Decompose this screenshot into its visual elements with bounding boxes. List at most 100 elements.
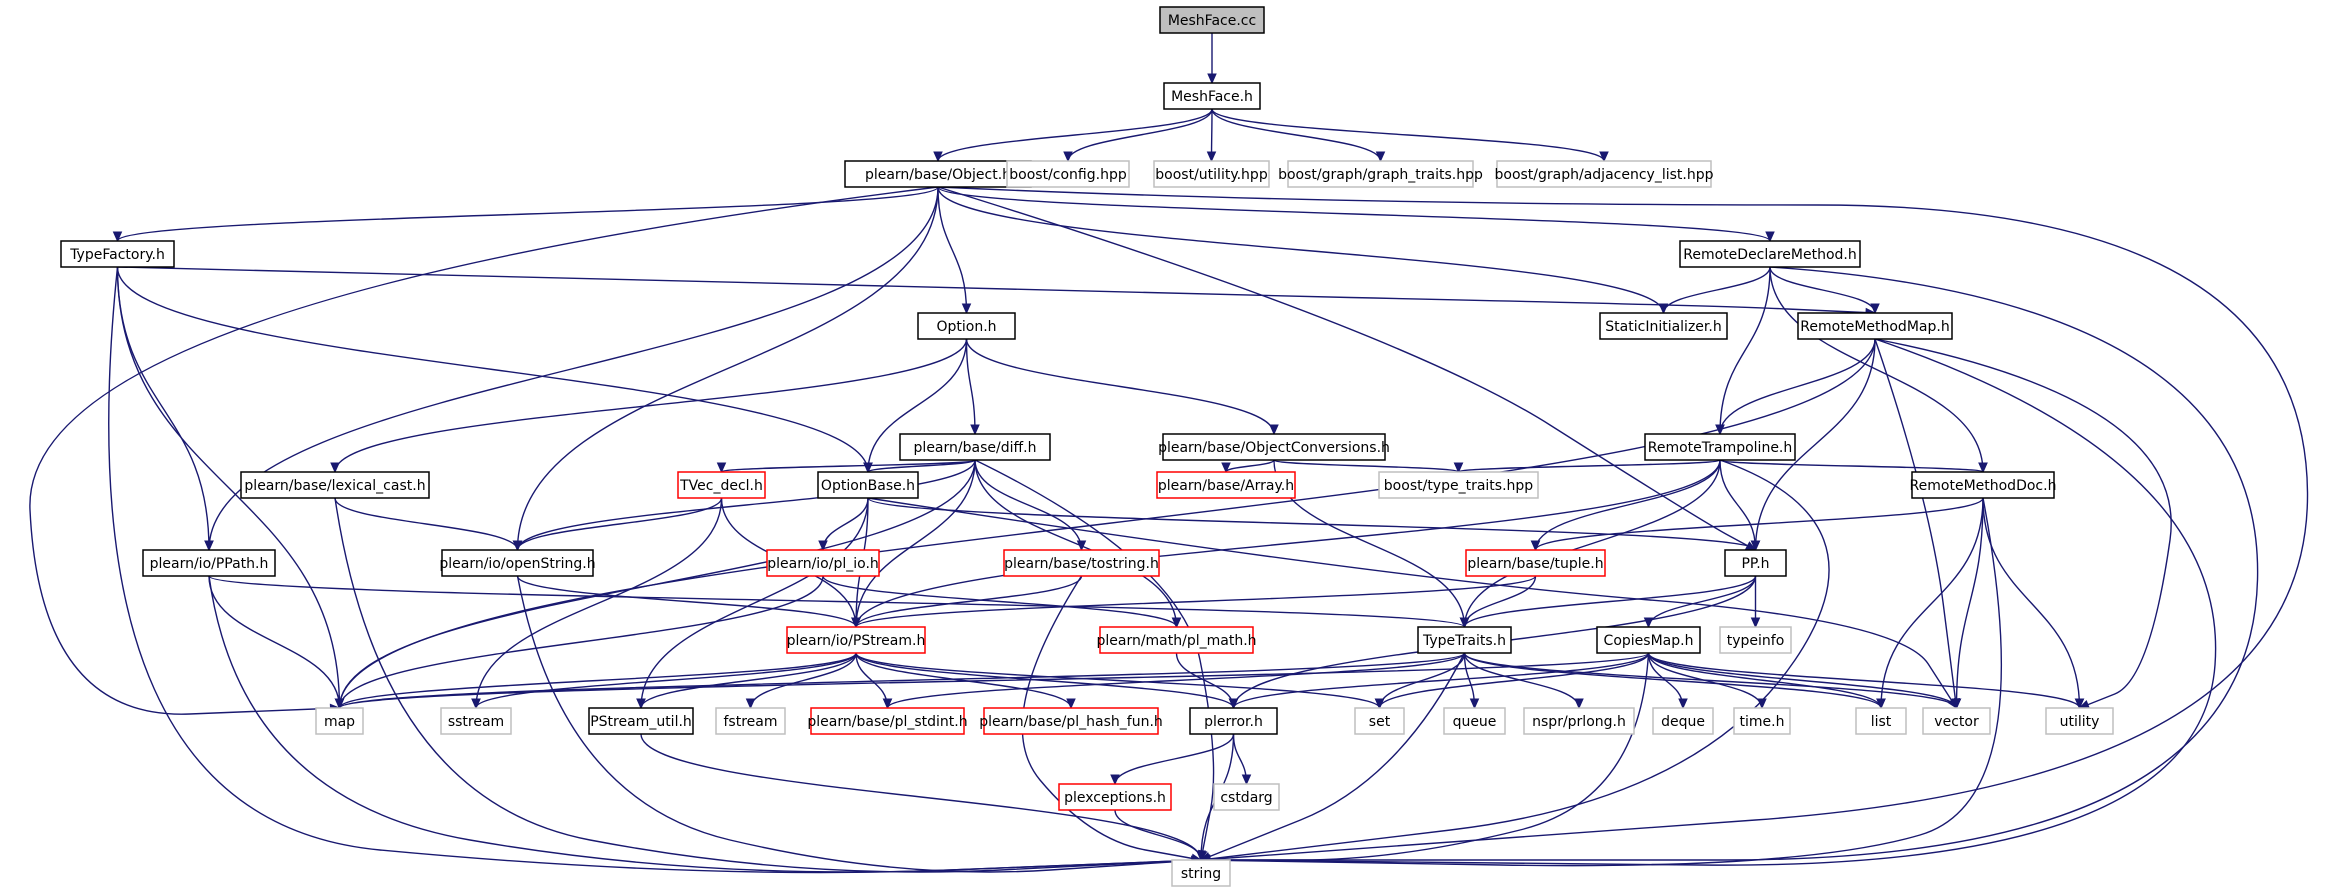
- node-staticinit-h[interactable]: StaticInitializer.h: [1599, 312, 1728, 340]
- node-remotemethodmap-h[interactable]: RemoteMethodMap.h: [1797, 312, 1953, 340]
- arrowhead-copiesmap-h-to-set: [1374, 698, 1385, 710]
- node-box: [899, 433, 1051, 461]
- edge-meshface-h-to-boost-config: [1067, 108, 1213, 162]
- edge-diff-h-to-map: [338, 459, 976, 709]
- arrowhead-copiesmap-h-to-plerror-h: [1228, 698, 1239, 710]
- node-box: [1911, 471, 2055, 499]
- node-tuple-h[interactable]: plearn/base/tuple.h: [1465, 549, 1606, 577]
- arrowhead-meshface-cc-to-meshface-h: [1207, 73, 1217, 85]
- node-vector: vector: [1922, 707, 1991, 735]
- node-objconv-h[interactable]: plearn/base/ObjectConversions.h: [1158, 433, 1390, 461]
- node-label: time.h: [1740, 714, 1785, 730]
- node-box: [1354, 707, 1405, 735]
- node-pl-stdint-h[interactable]: plearn/base/pl_stdint.h: [807, 707, 968, 735]
- node-box: [766, 549, 880, 577]
- node-plerror-h[interactable]: plerror.h: [1189, 707, 1278, 735]
- arrowhead-option-h-to-lexcast-h: [330, 462, 340, 474]
- edge-option-h-to-lexcast-h: [334, 338, 968, 473]
- node-pstream-util-h[interactable]: PStream_util.h: [588, 707, 694, 735]
- node-openstring-h[interactable]: plearn/io/openString.h: [439, 549, 596, 577]
- edge-copiesmap-h-to-set: [1378, 652, 1650, 709]
- edge-object-h-to-remotedeclare-h: [937, 186, 1771, 242]
- edge-ppath-h-to-typetraits-h: [208, 575, 1466, 628]
- node-nspr-prlong: nspr/prlong.h: [1523, 707, 1635, 735]
- arrowhead-remotedeclare-h-to-remotemethodmap-h: [1870, 303, 1880, 315]
- edge-typefactory-h-to-map: [116, 266, 341, 709]
- node-pstream-h[interactable]: plearn/io/PStream.h: [786, 626, 926, 654]
- node-boost-graph-traits: boost/graph/graph_traits.hpp: [1278, 160, 1483, 188]
- node-sstream: sstream: [440, 707, 512, 735]
- node-queue: queue: [1443, 707, 1506, 735]
- node-tostring-h[interactable]: plearn/base/tostring.h: [1003, 549, 1160, 577]
- node-tvec-h[interactable]: TVec_decl.h: [677, 471, 766, 499]
- arrowhead-copiesmap-h-to-utility: [2074, 698, 2085, 710]
- node-object-h[interactable]: plearn/base/Object.h: [844, 160, 1032, 188]
- node-remotedeclare-h[interactable]: RemoteDeclareMethod.h: [1679, 240, 1861, 268]
- arrowhead-pl-io-h-to-pl-math-h: [1171, 617, 1182, 629]
- node-time-h: time.h: [1733, 707, 1791, 735]
- node-pp-h[interactable]: PP.h: [1724, 549, 1787, 577]
- node-remotemethoddoc-h[interactable]: RemoteMethodDoc.h: [1910, 471, 2057, 499]
- node-option-h[interactable]: Option.h: [917, 312, 1016, 340]
- node-plexceptions-h[interactable]: plexceptions.h: [1058, 783, 1172, 811]
- node-typetraitshpp: boost/type_traits.hpp: [1378, 471, 1539, 499]
- node-remotetramp-h[interactable]: RemoteTrampoline.h: [1644, 433, 1796, 461]
- node-box: [440, 707, 512, 735]
- node-box: [1058, 783, 1172, 811]
- node-boost-config: boost/config.hpp: [1006, 160, 1130, 188]
- edge-remotetramp-h-to-remotemethoddoc-h: [1719, 459, 1984, 473]
- node-array-h[interactable]: plearn/base/Array.h: [1156, 471, 1296, 499]
- node-optionbase-h[interactable]: OptionBase.h: [817, 471, 919, 499]
- node-box: [588, 707, 694, 735]
- edge-meshface-h-to-object-h: [937, 108, 1213, 162]
- edge-object-h-to-staticinit-h: [937, 186, 1665, 314]
- edge-remotemethoddoc-h-to-string: [1200, 497, 2003, 867]
- node-box: [1003, 549, 1160, 577]
- node-copiesmap-h[interactable]: CopiesMap.h: [1596, 626, 1701, 654]
- node-pl-hash-fun-h[interactable]: plearn/base/pl_hash_fun.h: [979, 707, 1163, 735]
- node-diff-h[interactable]: plearn/base/diff.h: [899, 433, 1051, 461]
- edge-diff-h-to-openstring-h: [516, 459, 976, 551]
- node-string: string: [1171, 859, 1231, 887]
- node-box: [1443, 707, 1506, 735]
- arrowhead-optionbase-h-to-pp-h: [1750, 540, 1761, 552]
- edge-remotemethodmap-h-to-remotetramp-h: [1719, 338, 1876, 435]
- node-meshface-cc[interactable]: MeshFace.cc: [1159, 6, 1265, 34]
- edge-copiesmap-h-to-list: [1647, 652, 1882, 709]
- edge-pstream-h-to-sstream: [475, 652, 857, 709]
- arrowhead-meshface-h-to-boost-utility: [1206, 151, 1217, 163]
- node-meshface-h[interactable]: MeshFace.h: [1163, 82, 1261, 110]
- edge-copiesmap-h-to-string: [1201, 652, 1650, 861]
- node-typefactory-h[interactable]: TypeFactory.h: [60, 240, 175, 268]
- edge-tostring-h-to-string: [1021, 575, 1202, 861]
- node-box: [1724, 549, 1787, 577]
- node-label: plearn/base/pl_stdint.h: [807, 714, 967, 730]
- node-typetraits-h[interactable]: TypeTraits.h: [1417, 626, 1512, 654]
- edge-optionbase-h-to-vector: [867, 497, 1958, 709]
- node-box: [1496, 160, 1712, 188]
- arrowhead-remotemethodmap-h-to-remotetramp-h: [1715, 424, 1725, 436]
- node-pl-math-h[interactable]: plearn/math/pl_math.h: [1096, 626, 1257, 654]
- arrowhead-plerror-h-to-cstdarg: [1241, 774, 1252, 786]
- edge-copiesmap-h-to-utility: [1647, 652, 2081, 709]
- node-label: plearn/base/pl_hash_fun.h: [979, 714, 1163, 730]
- edge-remotedeclare-h-to-remotemethodmap-h: [1769, 266, 1876, 314]
- edge-typefactory-h-to-optionbase-h: [116, 266, 869, 473]
- node-ppath-h[interactable]: plearn/io/PPath.h: [142, 549, 276, 577]
- node-box: [60, 240, 175, 268]
- node-box: [1599, 312, 1728, 340]
- node-label: plearn/base/Array.h: [1158, 478, 1294, 494]
- edge-objconv-h-to-array-h: [1225, 459, 1275, 473]
- edge-remotetramp-h-to-pp-h: [1719, 459, 1757, 551]
- edge-optionbase-h-to-pp-h: [867, 497, 1757, 551]
- edge-lexcast-h-to-openstring-h: [334, 497, 519, 551]
- node-lexcast-h[interactable]: plearn/base/lexical_cast.h: [240, 471, 430, 499]
- node-label: plearn/io/openString.h: [439, 556, 595, 572]
- node-box: [1596, 626, 1701, 654]
- node-label: boost/type_traits.hpp: [1384, 478, 1533, 494]
- arrowhead-meshface-h-to-boost-graph-traits: [1375, 151, 1386, 163]
- node-pl-io-h[interactable]: plearn/io/pl_io.h: [766, 549, 880, 577]
- edge-copiesmap-h-to-vector: [1647, 652, 1958, 709]
- edge-openstring-h-to-string: [516, 575, 1202, 873]
- edge-remotetramp-h-to-pstream-h: [855, 459, 1721, 628]
